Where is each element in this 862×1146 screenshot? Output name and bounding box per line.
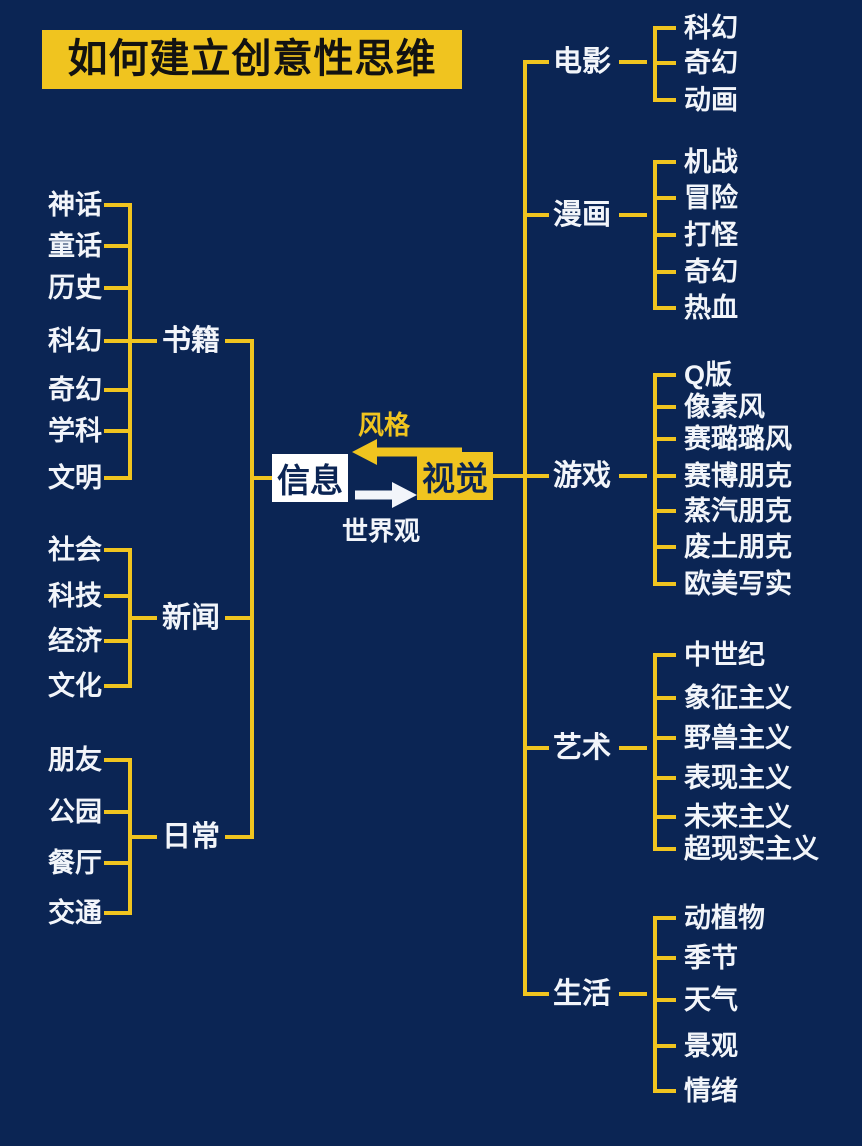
leaf-label: 动画 bbox=[684, 85, 738, 115]
worldview-arrow-head bbox=[392, 482, 417, 508]
leaf-label: 历史 bbox=[48, 273, 102, 303]
leaf-label: 表现主义 bbox=[684, 763, 792, 793]
leaf-label: 奇幻 bbox=[684, 257, 738, 287]
leaf-label: 交通 bbox=[48, 898, 102, 928]
leaf-label: 奇幻 bbox=[684, 48, 738, 78]
leaf-label: 童话 bbox=[48, 231, 102, 261]
leaf-label: 热血 bbox=[684, 293, 738, 323]
leaf-label: 文化 bbox=[48, 671, 102, 701]
left-branch-1-label: 新闻 bbox=[162, 602, 221, 634]
leaf-label: 奇幻 bbox=[48, 375, 102, 405]
leaf-label: 未来主义 bbox=[684, 802, 792, 832]
leaf-label: 废土朋克 bbox=[684, 532, 792, 562]
leaf-label: 情绪 bbox=[684, 1076, 738, 1106]
leaf-label: Q版 bbox=[684, 360, 733, 390]
leaf-label: 中世纪 bbox=[684, 640, 765, 670]
leaf-label: 科幻 bbox=[684, 13, 738, 43]
leaf-label: 欧美写实 bbox=[684, 569, 792, 599]
leaf-label: 经济 bbox=[48, 626, 102, 656]
leaf-label: 季节 bbox=[684, 943, 738, 973]
right-branch-0-label: 电影 bbox=[553, 46, 612, 78]
leaf-label: 餐厅 bbox=[48, 848, 102, 878]
leaf-label: 公园 bbox=[48, 797, 102, 827]
leaf-label: 文明 bbox=[48, 463, 102, 493]
leaf-label: 冒险 bbox=[684, 183, 738, 213]
page-title: 如何建立创意性思维 bbox=[42, 30, 462, 89]
leaf-label: 打怪 bbox=[684, 220, 738, 250]
style-arrow-label: 风格 bbox=[357, 410, 411, 440]
leaf-label: 像素风 bbox=[684, 392, 765, 422]
leaf-label: 科技 bbox=[48, 581, 102, 611]
worldview-arrow-label: 世界观 bbox=[341, 516, 421, 546]
style-arrow-head bbox=[352, 439, 377, 465]
right-branch-1-label: 漫画 bbox=[553, 199, 612, 231]
leaf-label: 景观 bbox=[684, 1031, 738, 1061]
leaf-label: 动植物 bbox=[684, 903, 765, 933]
leaf-label: 科幻 bbox=[48, 326, 102, 356]
left-branch-2-label: 日常 bbox=[162, 821, 221, 853]
leaf-label: 朋友 bbox=[48, 745, 102, 775]
leaf-label: 学科 bbox=[48, 416, 102, 446]
leaf-label: 赛璐璐风 bbox=[684, 424, 792, 454]
left-branch-0-label: 书籍 bbox=[162, 325, 221, 357]
leaf-label: 社会 bbox=[48, 535, 102, 565]
right-branch-3-label: 艺术 bbox=[553, 732, 612, 764]
leaf-label: 野兽主义 bbox=[684, 723, 792, 753]
leaf-label: 超现实主义 bbox=[684, 834, 819, 864]
info-node: 信息 bbox=[272, 454, 348, 502]
leaf-label: 象征主义 bbox=[684, 683, 792, 713]
leaf-label: 赛博朋克 bbox=[684, 461, 792, 491]
leaf-label: 天气 bbox=[684, 985, 738, 1015]
right-branch-4-label: 生活 bbox=[553, 978, 612, 1010]
leaf-label: 蒸汽朋克 bbox=[684, 496, 792, 526]
visual-node: 视觉 bbox=[417, 452, 493, 500]
leaf-label: 神话 bbox=[48, 190, 102, 220]
right-branch-2-label: 游戏 bbox=[553, 460, 612, 492]
leaf-label: 机战 bbox=[684, 147, 738, 177]
